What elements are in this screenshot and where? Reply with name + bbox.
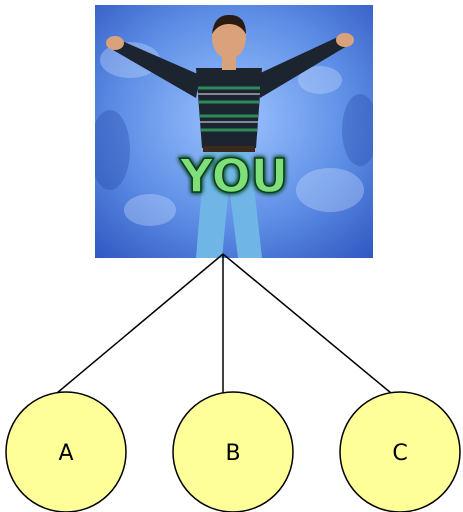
root-photo: YOU [95,5,373,258]
edge-to-c [222,253,392,394]
child-node-label: B [225,441,240,466]
child-node-label: C [392,441,407,466]
child-node-label: A [58,441,73,466]
photo-caption: YOU [179,149,288,203]
person-figure [106,14,354,258]
edge-to-a [56,253,224,394]
tree-edges [56,253,392,394]
child-node-b: B [172,391,294,512]
child-node-c: C [339,391,461,512]
child-node-a: A [5,391,127,512]
